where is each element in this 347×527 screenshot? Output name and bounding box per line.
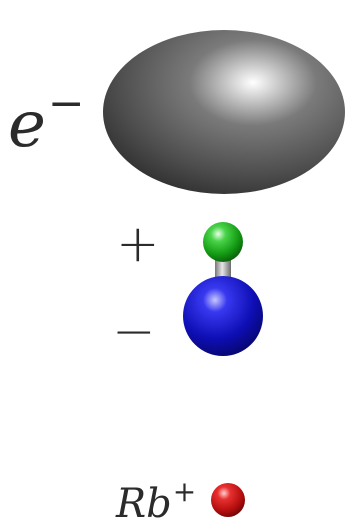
electron-label: e− [8,82,85,158]
ion-charge: + [172,475,197,508]
dipole-positive-label: + [116,214,160,274]
rubidium-ion [211,483,245,517]
electron-symbol: e [8,88,46,162]
electron-charge: − [47,78,85,129]
ion-symbol: Rb [116,481,172,527]
dipole-positive-atom [203,222,243,262]
electron-cloud [103,30,345,194]
dipole-negative-label: − [112,302,156,362]
dipole-negative-atom [183,276,263,356]
ion-label: Rb+ [116,475,197,527]
